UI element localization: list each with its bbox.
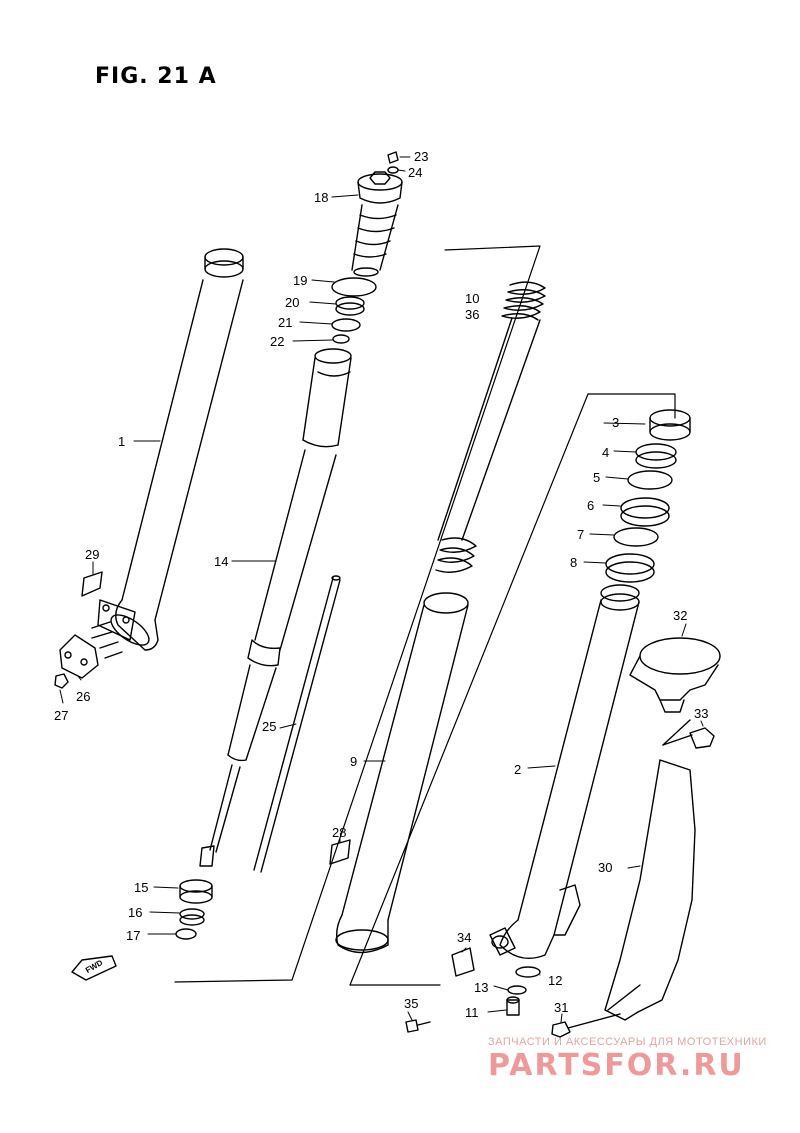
watermark-caption: ЗАПЧАСТИ И АКСЕССУАРЫ ДЛЯ МОТОТЕХНИКИ xyxy=(488,1036,767,1048)
bush-part-16 xyxy=(179,908,205,926)
label-part-28 xyxy=(329,839,351,865)
leader-lines xyxy=(59,156,704,1023)
callout-13: 13 xyxy=(474,980,489,995)
callout-11: 11 xyxy=(465,1005,479,1020)
callout-27: 27 xyxy=(54,708,69,723)
callout-12: 12 xyxy=(548,973,563,988)
screw-part-23 xyxy=(387,151,399,164)
rod-part-25 xyxy=(253,575,341,873)
bolt-part-33 xyxy=(662,719,715,749)
bolt-part-11 xyxy=(506,996,520,1016)
inner-tube-part-9 xyxy=(335,592,469,954)
ring-part-21 xyxy=(331,318,361,332)
callout-4: 4 xyxy=(602,445,610,460)
callout-29: 29 xyxy=(85,547,100,562)
callout-18: 18 xyxy=(314,190,329,205)
screw-part-35 xyxy=(405,1019,431,1033)
washer-part-22 xyxy=(332,334,350,344)
callout-8: 8 xyxy=(570,555,578,570)
slide-bush-part-3 xyxy=(649,409,691,441)
spring-part-10 xyxy=(435,281,546,573)
callout-17: 17 xyxy=(126,928,141,943)
callout-10: 10 xyxy=(465,291,480,306)
assembly-boundary-right xyxy=(349,393,676,986)
watermark-logo: PARTSFOR.RU xyxy=(488,1048,745,1083)
callout-22: 22 xyxy=(270,334,285,349)
callout-2: 2 xyxy=(514,762,522,777)
watermark: ЗАПЧАСТИ И АКСЕССУАРЫ ДЛЯ МОТОТЕХНИКИ PA… xyxy=(488,1036,788,1083)
callout-26: 26 xyxy=(76,689,91,704)
fork-guard-part-30 xyxy=(604,759,696,1021)
clamp-part-32 xyxy=(629,637,721,713)
washer-part-24 xyxy=(387,166,399,174)
studs xyxy=(91,621,123,659)
ring-part-17 xyxy=(175,928,197,940)
nut-part-27 xyxy=(54,673,69,689)
o-ring-part-19 xyxy=(331,277,377,297)
figure-title: FIG. 21 A xyxy=(95,64,217,89)
gasket-part-13 xyxy=(507,985,527,995)
callout-16: 16 xyxy=(128,905,143,920)
fwd-arrow-icon xyxy=(71,955,117,981)
callout-21: 21 xyxy=(278,315,293,330)
outer-tube-part-2 xyxy=(489,584,640,959)
assembly-boundary-left xyxy=(174,245,541,983)
plate-part-34 xyxy=(451,947,475,977)
dust-seal-part-8 xyxy=(605,553,655,583)
callout-9: 9 xyxy=(350,754,358,769)
cylinder-part-14 xyxy=(199,348,352,867)
callout-15: 15 xyxy=(134,880,149,895)
callout-20: 20 xyxy=(285,295,300,310)
callout-31: 31 xyxy=(554,1000,569,1015)
guide-bush-part-4 xyxy=(635,443,677,469)
callout-3: 3 xyxy=(612,415,620,430)
washer-part-5 xyxy=(627,470,673,490)
callout-36: 36 xyxy=(465,307,480,322)
callout-30: 30 xyxy=(598,860,613,875)
callout-32: 32 xyxy=(673,608,688,623)
callout-7: 7 xyxy=(577,527,585,542)
axle-holder-part-26 xyxy=(59,634,99,679)
bolt-part-31 xyxy=(551,1013,621,1038)
outer-tube-part-1 xyxy=(97,248,244,651)
callout-19: 19 xyxy=(293,273,308,288)
callout-1: 1 xyxy=(118,434,126,449)
callout-5: 5 xyxy=(593,470,601,485)
oil-seal-part-6 xyxy=(620,497,670,527)
callout-33: 33 xyxy=(694,706,709,721)
callout-28: 28 xyxy=(332,825,347,840)
callout-25: 25 xyxy=(262,719,277,734)
callout-6: 6 xyxy=(587,498,595,513)
spacer-part-20 xyxy=(335,296,365,316)
washer-part-12 xyxy=(515,966,541,978)
callout-24: 24 xyxy=(408,165,423,180)
callout-23: 23 xyxy=(414,149,429,164)
callout-35: 35 xyxy=(404,996,419,1011)
callout-14: 14 xyxy=(214,554,229,569)
bush-part-15 xyxy=(179,879,213,904)
stopper-ring-part-7 xyxy=(613,527,659,547)
label-part-29 xyxy=(81,571,103,597)
cap-bolt-part-18 xyxy=(351,171,403,277)
callout-34: 34 xyxy=(457,930,472,945)
